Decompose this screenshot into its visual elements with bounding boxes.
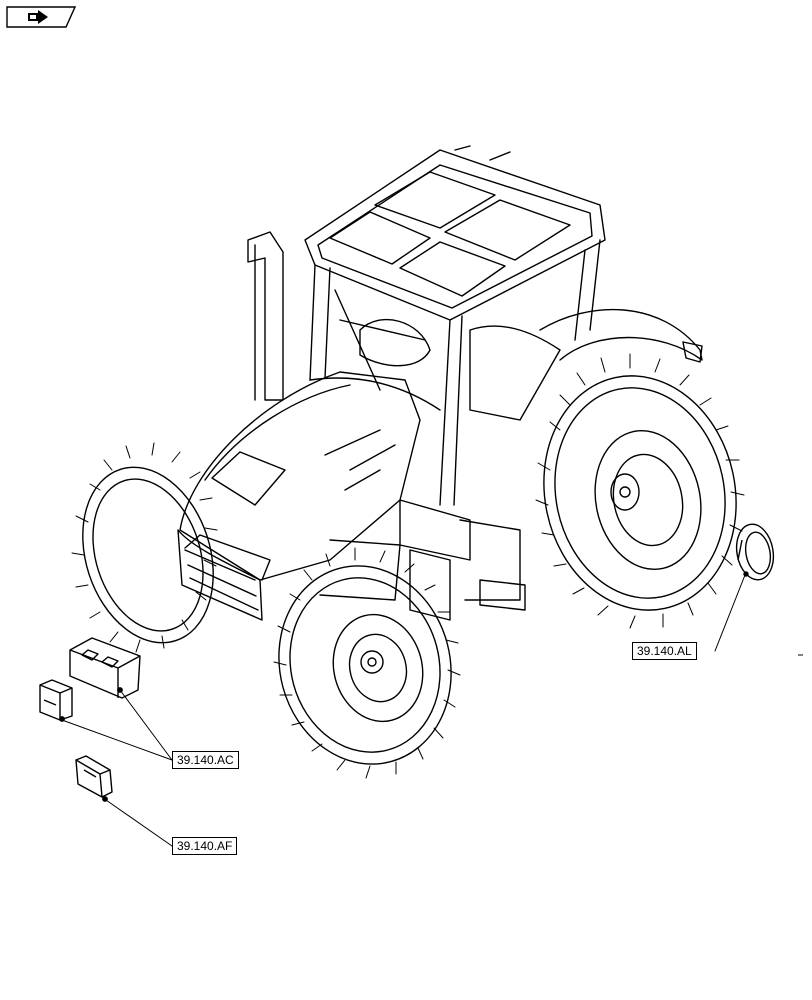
- weight-block-part-icon: [39, 679, 73, 722]
- exhaust-stack: [247, 231, 284, 401]
- leader-line-al: [714, 574, 746, 652]
- hood: [179, 371, 421, 581]
- callout-39-140-al[interactable]: 39.140.AL: [632, 642, 697, 660]
- front-tire-left-icon: [71, 442, 218, 653]
- leader-line-ac-2: [119, 689, 173, 761]
- leader-line-af: [105, 799, 173, 847]
- chassis: [319, 499, 526, 621]
- cab-frame: [309, 239, 601, 506]
- callout-39-140-af[interactable]: 39.140.AF: [172, 837, 238, 855]
- front-weight-part-icon: [69, 637, 141, 699]
- leader-line-ac-1: [61, 719, 173, 761]
- front-tire-right-icon: [273, 547, 461, 779]
- rear-fender: [539, 308, 703, 363]
- wheel-cover-part-icon: [735, 523, 775, 581]
- bracket-part-icon: [75, 755, 113, 802]
- page-navigation-badge[interactable]: [6, 6, 77, 28]
- leader-lines: [61, 574, 746, 847]
- callout-39-140-ac[interactable]: 39.140.AC: [172, 751, 239, 769]
- front-grille: [177, 529, 271, 621]
- page-navigation-arrow-icon: [28, 10, 48, 24]
- cab-roof: [304, 145, 606, 321]
- rear-tire-left-icon: [535, 353, 745, 629]
